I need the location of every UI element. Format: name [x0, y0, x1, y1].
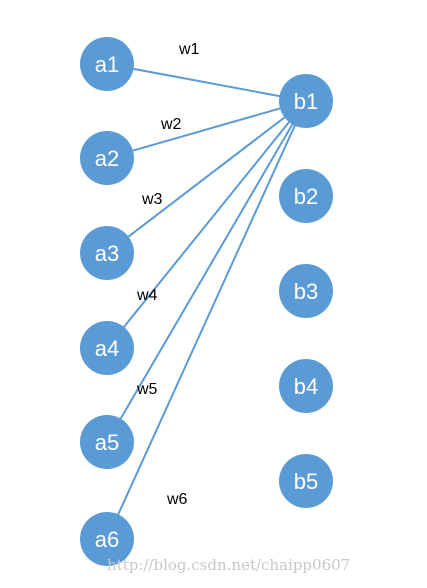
node-label-b1: b1 [294, 89, 318, 114]
node-label-b3: b3 [294, 279, 318, 304]
weight-label-w4: w4 [136, 287, 158, 304]
edge-a4-b1 [123, 121, 290, 328]
node-circle-b3 [279, 264, 333, 318]
weight-label-w6: w6 [166, 491, 188, 508]
input-node-a3: a3 [80, 226, 134, 280]
node-circle-b4 [279, 359, 333, 413]
output-node-b1: b1 [279, 74, 333, 128]
output-node-b2: b2 [279, 169, 333, 223]
weight-label-w2: w2 [160, 116, 182, 133]
edges-layer [117, 67, 296, 515]
input-node-a6: a6 [80, 512, 134, 566]
node-label-b2: b2 [294, 184, 318, 209]
node-label-a4: a4 [95, 336, 119, 361]
input-node-a1: a1 [80, 37, 134, 91]
node-label-a6: a6 [95, 527, 119, 552]
node-circle-b1 [279, 74, 333, 128]
node-label-a1: a1 [95, 52, 119, 77]
weight-label-w1: w1 [178, 41, 200, 58]
node-label-a2: a2 [95, 146, 119, 171]
node-label-a5: a5 [95, 430, 119, 455]
output-node-b4: b4 [279, 359, 333, 413]
edge-a1-b1 [133, 67, 280, 98]
node-label-a3: a3 [95, 241, 119, 266]
nodes-layer: a1 a2 a3 a4 a5 a6 b1 b2 b3 b4 b5 [80, 37, 333, 566]
weights-layer: w1 w2 w3 w4 w5 w6 [136, 41, 200, 508]
node-circle-a1 [80, 37, 134, 91]
edge-a6-b1 [117, 125, 296, 515]
node-circle-a6 [80, 512, 134, 566]
edge-a5-b1 [119, 123, 294, 420]
weight-label-w3: w3 [141, 191, 163, 208]
node-circle-b5 [279, 454, 333, 508]
node-circle-a3 [80, 226, 134, 280]
watermark-text: http://blog.csdn.net/chaipp0607 [107, 556, 350, 574]
node-circle-a2 [80, 131, 134, 185]
edge-a2-b1 [132, 107, 281, 152]
input-node-a4: a4 [80, 321, 134, 375]
output-node-b3: b3 [279, 264, 333, 318]
edge-a3-b1 [127, 116, 286, 238]
node-circle-a5 [80, 415, 134, 469]
node-circle-a4 [80, 321, 134, 375]
node-circle-b2 [279, 169, 333, 223]
output-node-b5: b5 [279, 454, 333, 508]
input-node-a2: a2 [80, 131, 134, 185]
weight-label-w5: w5 [136, 381, 158, 398]
node-label-b4: b4 [294, 374, 318, 399]
node-label-b5: b5 [294, 469, 318, 494]
input-node-a5: a5 [80, 415, 134, 469]
